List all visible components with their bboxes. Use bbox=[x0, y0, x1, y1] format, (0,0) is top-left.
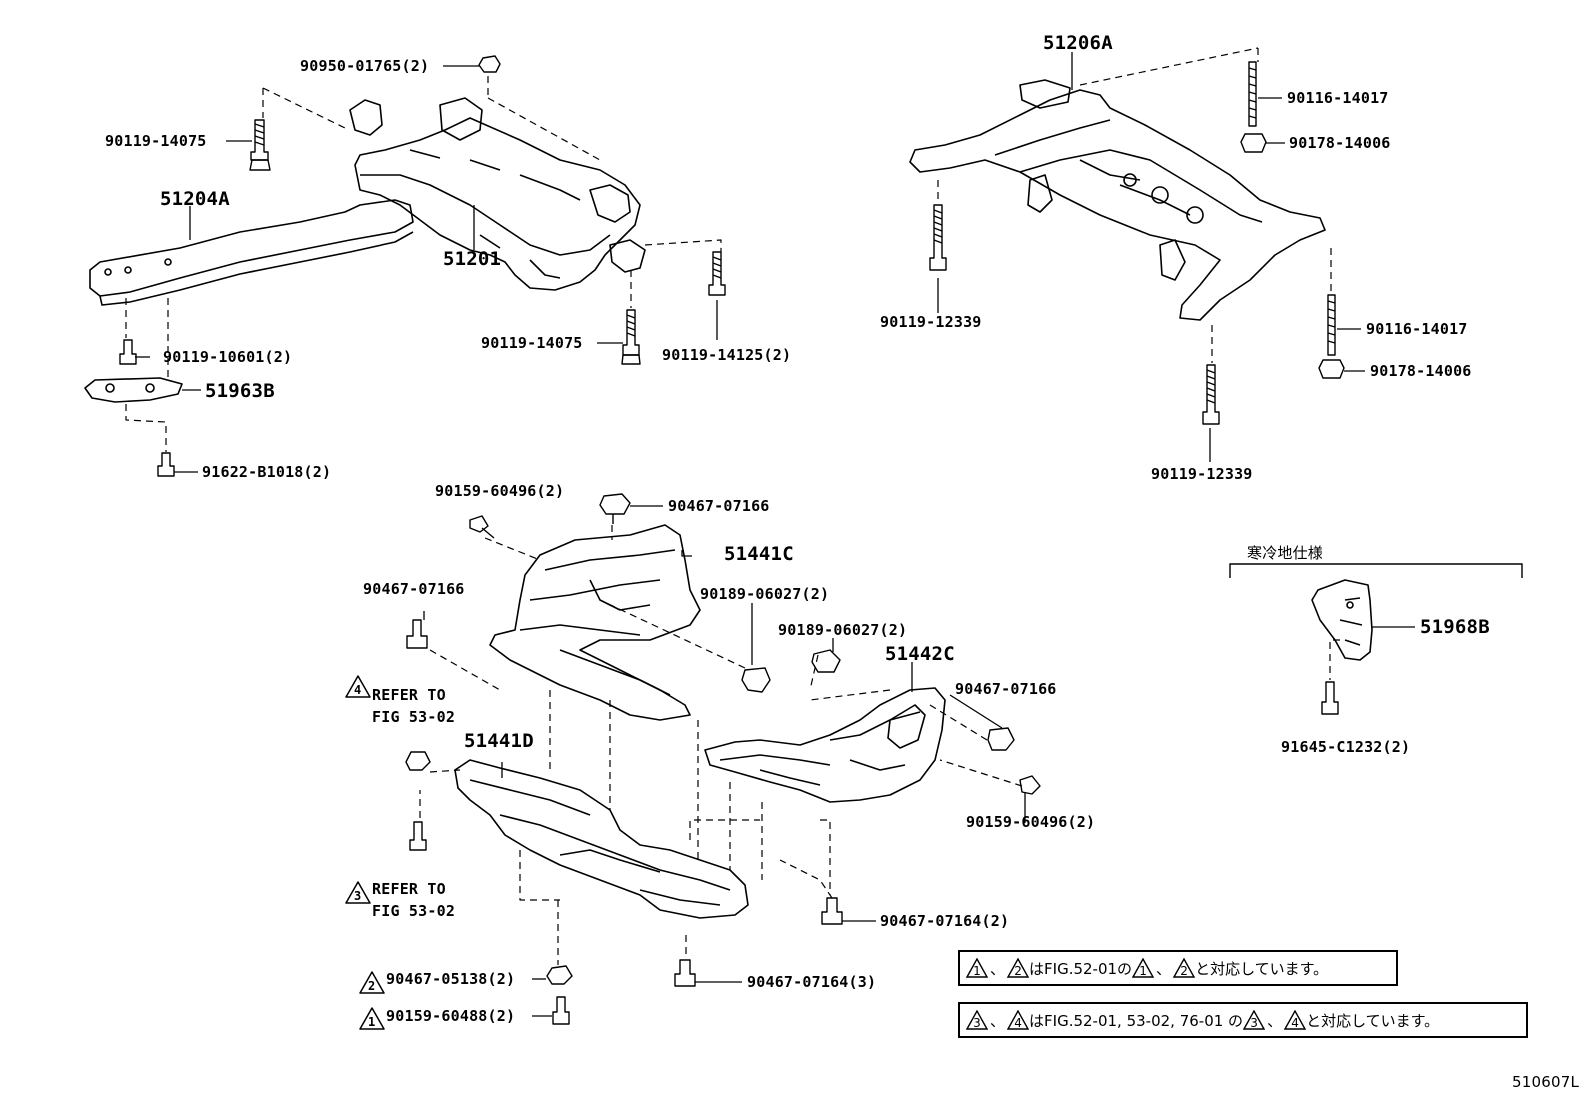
note1-separator-2: 、 bbox=[1156, 959, 1172, 978]
part-label-51201[interactable]: 51201 bbox=[443, 248, 502, 270]
part-label-51204a[interactable]: 51204A bbox=[160, 188, 230, 210]
triangle-1-digit: 1 bbox=[368, 1015, 376, 1029]
rear-member-51206a bbox=[909, 79, 1326, 321]
note1-triangle-2b: 2 bbox=[1173, 958, 1196, 978]
cold-region-bracket-line bbox=[1229, 563, 1523, 578]
refer-4-line1: REFER TO bbox=[372, 686, 446, 704]
dashed-guides bbox=[125, 47, 1340, 965]
part-label-90119-10601[interactable]: 90119-10601(2) bbox=[163, 348, 293, 366]
leader-lines bbox=[135, 52, 1415, 1017]
note1-triangle-2: 2 bbox=[1007, 958, 1030, 978]
part-label-90116-14017-b[interactable]: 90116-14017 bbox=[1366, 320, 1468, 338]
part-label-90159-60496-a[interactable]: 90159-60496(2) bbox=[435, 482, 565, 500]
part-label-51442c[interactable]: 51442C bbox=[885, 643, 955, 665]
part-label-51441d[interactable]: 51441D bbox=[464, 730, 534, 752]
note2-separator: 、 bbox=[990, 1011, 1006, 1030]
part-label-51441c[interactable]: 51441C bbox=[724, 543, 794, 565]
fasteners bbox=[119, 55, 1345, 1025]
note-box-1: 1 、 2 はFIG.52-01の 1 、 2 と対応しています。 bbox=[958, 950, 1398, 986]
part-label-90467-05138[interactable]: 90467-05138(2) bbox=[386, 970, 516, 988]
triangle-1-marker bbox=[359, 1007, 385, 1030]
note1-separator: 、 bbox=[990, 959, 1006, 978]
brace-51204a bbox=[89, 199, 414, 306]
part-label-91645-c1232[interactable]: 91645-C1232(2) bbox=[1281, 738, 1411, 756]
part-label-90119-14075-a[interactable]: 90119-14075 bbox=[105, 132, 207, 150]
note2-triangle-3: 3 bbox=[966, 1010, 988, 1030]
refer-3-line2[interactable]: FIG 53-02 bbox=[372, 902, 456, 920]
part-label-90119-14075-b[interactable]: 90119-14075 bbox=[481, 334, 583, 352]
part-label-90159-60488[interactable]: 90159-60488(2) bbox=[386, 1007, 516, 1025]
note2-triangle-4: 4 bbox=[1007, 1010, 1030, 1030]
note1-triangle-1b: 1 bbox=[1132, 958, 1155, 978]
part-label-90467-07164-a[interactable]: 90467-07164(2) bbox=[880, 912, 1010, 930]
part-label-90119-14125[interactable]: 90119-14125(2) bbox=[662, 346, 792, 364]
part-label-90119-12339-b[interactable]: 90119-12339 bbox=[1151, 465, 1253, 483]
part-label-90116-14017-a[interactable]: 90116-14017 bbox=[1287, 89, 1389, 107]
part-label-90467-07166-a[interactable]: 90467-07166 bbox=[668, 497, 770, 515]
note1-end-text: と対応しています。 bbox=[1195, 959, 1329, 978]
note1-triangle-1: 1 bbox=[966, 958, 988, 978]
refer-4-line2[interactable]: FIG 53-02 bbox=[372, 708, 456, 726]
part-label-90159-60496-b[interactable]: 90159-60496(2) bbox=[966, 813, 1096, 831]
note1-middle-text: はFIG.52-01の bbox=[1029, 959, 1133, 978]
part-label-90178-14006-b[interactable]: 90178-14006 bbox=[1370, 362, 1472, 380]
part-label-90178-14006-a[interactable]: 90178-14006 bbox=[1289, 134, 1391, 152]
note2-triangle-4b: 4 bbox=[1284, 1010, 1307, 1030]
cold-region-label: 寒冷地仕様 bbox=[1247, 544, 1324, 562]
part-label-90950-01765[interactable]: 90950-01765(2) bbox=[300, 57, 430, 75]
undercover-51442c bbox=[704, 687, 946, 803]
undercover-51441c bbox=[489, 524, 701, 721]
figure-code: 510607L bbox=[1512, 1073, 1580, 1091]
triangle-3-marker bbox=[345, 881, 371, 904]
refer-3-line1: REFER TO bbox=[372, 880, 446, 898]
part-label-51968b[interactable]: 51968B bbox=[1420, 616, 1490, 638]
note2-middle-text: はFIG.52-01, 53-02, 76-01 の bbox=[1029, 1011, 1244, 1030]
triangle-4-marker bbox=[345, 675, 371, 698]
part-label-90119-12339-a[interactable]: 90119-12339 bbox=[880, 313, 982, 331]
part-label-90467-07164-b[interactable]: 90467-07164(3) bbox=[747, 973, 877, 991]
part-label-91622-b1018[interactable]: 91622-B1018(2) bbox=[202, 463, 332, 481]
note2-triangle-3b: 3 bbox=[1243, 1010, 1266, 1030]
part-label-51206a[interactable]: 51206A bbox=[1043, 32, 1113, 54]
triangle-2-marker bbox=[359, 971, 385, 994]
note2-separator-2: 、 bbox=[1267, 1011, 1283, 1030]
note2-end-text: と対応しています。 bbox=[1306, 1011, 1440, 1030]
triangle-markers bbox=[345, 675, 385, 1030]
part-label-90467-07166-b[interactable]: 90467-07166 bbox=[363, 580, 465, 598]
suspension-member-51201 bbox=[349, 97, 646, 291]
part-label-90467-07166-c[interactable]: 90467-07166 bbox=[955, 680, 1057, 698]
part-label-51963b[interactable]: 51963B bbox=[205, 380, 275, 402]
triangle-3-digit: 3 bbox=[354, 889, 362, 903]
triangle-4-digit: 4 bbox=[354, 683, 362, 697]
undercover-51441d bbox=[454, 759, 749, 919]
part-label-90189-06027-a[interactable]: 90189-06027(2) bbox=[700, 585, 830, 603]
plate-51963b bbox=[84, 377, 183, 403]
note-box-2: 3 、 4 はFIG.52-01, 53-02, 76-01 の 3 、 4 と… bbox=[958, 1002, 1528, 1038]
bracket-51968b bbox=[1311, 579, 1373, 661]
part-label-90189-06027-b[interactable]: 90189-06027(2) bbox=[778, 621, 908, 639]
triangle-2-digit: 2 bbox=[368, 979, 376, 993]
